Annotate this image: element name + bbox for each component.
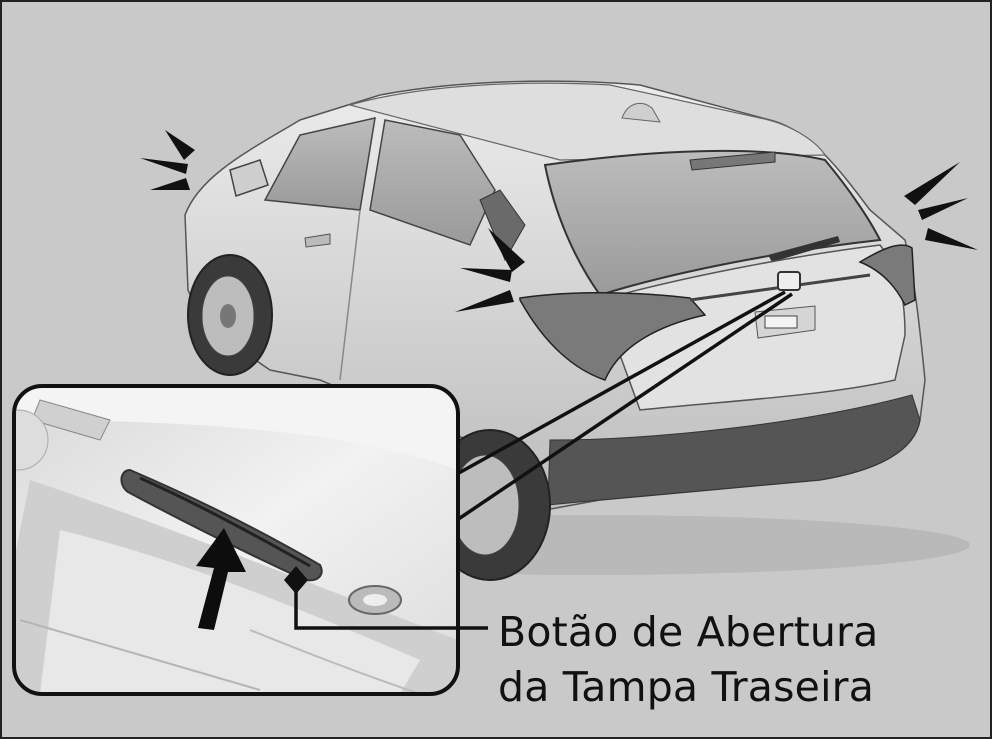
car-body — [184, 80, 970, 581]
callout-line-2: da Tampa Traseira — [498, 663, 875, 711]
leader-lines — [456, 290, 793, 522]
button-marker-icon — [284, 566, 308, 594]
hazard-flash-marks — [140, 130, 978, 312]
callout-label: Botão de Abertura da Tampa Traseira — [498, 605, 968, 715]
push-arrow-icon — [196, 528, 246, 630]
callout-leader — [294, 592, 488, 630]
callout-line-1: Botão de Abertura — [498, 608, 879, 656]
front-wheel — [187, 254, 273, 376]
inset-detail — [12, 384, 460, 696]
